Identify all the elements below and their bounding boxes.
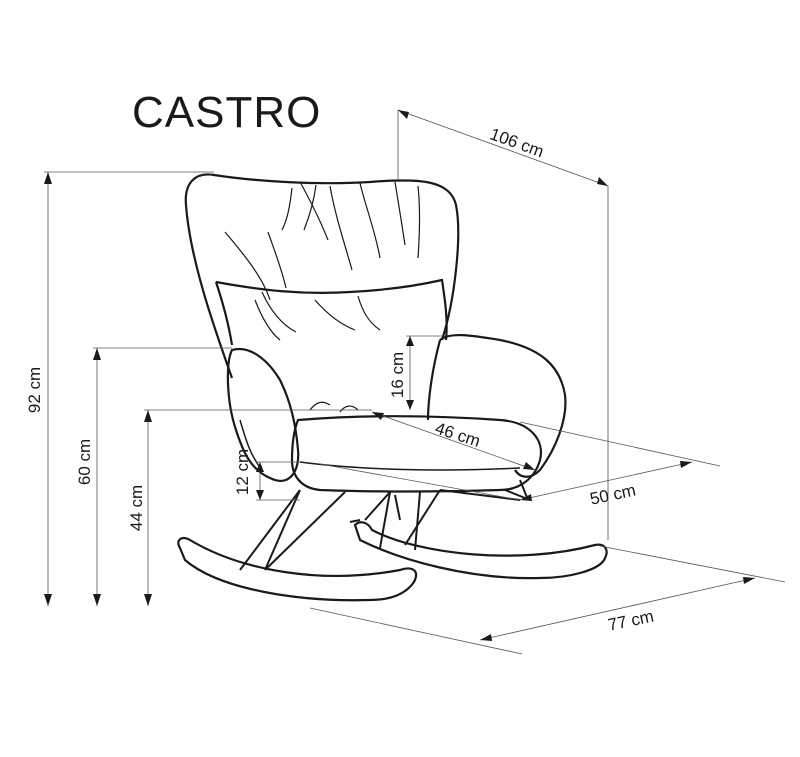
dim-total-width: 106 cm bbox=[397, 109, 609, 540]
label-total-depth: 77 cm bbox=[606, 607, 655, 635]
frame-legs bbox=[239, 479, 531, 571]
lumbar-cushion bbox=[214, 278, 448, 346]
label-total-width: 106 cm bbox=[487, 124, 546, 161]
label-seat-height: 44 cm bbox=[127, 485, 146, 531]
dim-total-height: 92 cm bbox=[25, 171, 214, 606]
right-armrest-inner bbox=[426, 339, 442, 421]
seat-cushion bbox=[290, 415, 543, 493]
dim-seat-height: 44 cm bbox=[127, 409, 372, 606]
lumbar-pleats bbox=[254, 291, 381, 341]
dim-armrest-height: 60 cm bbox=[75, 347, 232, 606]
label-total-height: 92 cm bbox=[25, 367, 44, 413]
seat-pleats bbox=[309, 401, 359, 413]
right-rocker bbox=[353, 521, 608, 580]
dim-backrest-to-arm: 16 cm bbox=[388, 335, 442, 410]
left-armrest bbox=[226, 347, 300, 482]
label-seat-width: 46 cm bbox=[433, 419, 483, 451]
rocking-chair-drawing bbox=[177, 173, 608, 602]
backrest-outline bbox=[184, 173, 460, 379]
label-backrest-to-arm: 16 cm bbox=[388, 352, 407, 398]
label-seat-thickness: 12 cm bbox=[233, 449, 252, 495]
label-seat-depth: 50 cm bbox=[588, 481, 637, 509]
left-rocker bbox=[177, 536, 418, 602]
product-title: CASTRO bbox=[132, 88, 322, 137]
label-armrest-height: 60 cm bbox=[75, 439, 94, 485]
dim-seat-thickness: 12 cm bbox=[233, 449, 300, 501]
right-armrest bbox=[439, 334, 567, 478]
backrest-pleats bbox=[224, 181, 421, 301]
